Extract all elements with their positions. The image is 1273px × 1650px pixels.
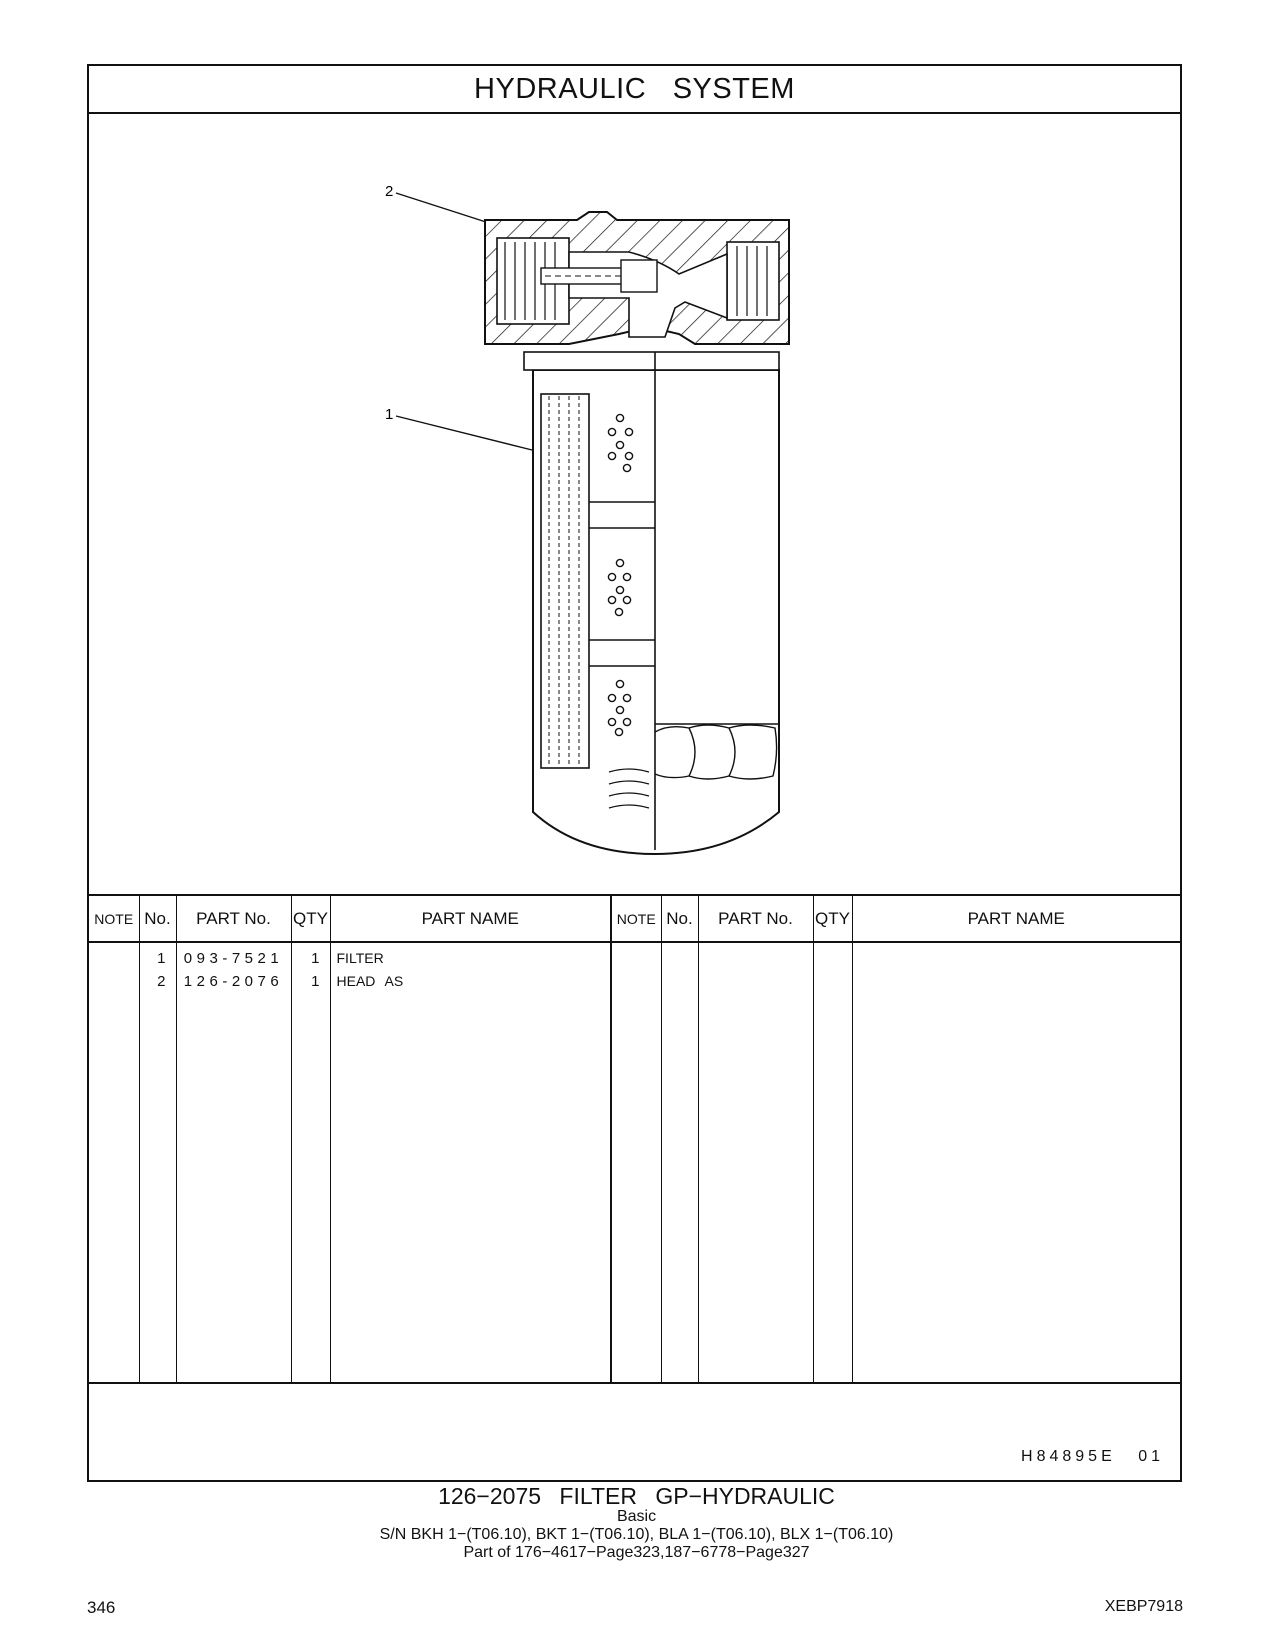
note-column-right [611, 942, 662, 1384]
exploded-diagram: 2 1 [89, 112, 1180, 900]
caption-serial-numbers: S/N BKH 1−(T06.10), BKT 1−(T06.10), BLA … [379, 1526, 894, 1543]
part-number-column-right [698, 942, 814, 1384]
header-qty: QTY [291, 895, 331, 943]
item-number-column: 1 2 [139, 942, 177, 1384]
note-column [89, 942, 140, 1384]
header-part-name-right: PART NAME [852, 895, 1180, 943]
caption-title: 126−2075 FILTER GP−HYDRAULIC [438, 1483, 835, 1509]
table-row-1-no: 1 [157, 950, 166, 967]
table-header-row: NOTE No. PART No. QTY PART NAME NOTE No.… [89, 895, 1180, 943]
caption-subtitle: Basic [616, 1508, 657, 1525]
table-row-2-part-no: 126-2076 [183, 973, 284, 990]
table-row-1-name: FILTER [336, 950, 384, 966]
caption-part-of: Part of 176−4617−Page323,187−6778−Page32… [463, 1544, 810, 1561]
table-row-2-qty: 1 [311, 973, 320, 990]
header-part-name: PART NAME [330, 895, 612, 943]
leader-line-1 [395, 415, 533, 451]
quantity-column-right [813, 942, 853, 1384]
quantity-column: 1 1 [291, 942, 331, 1384]
parts-list-table: NOTE No. PART No. QTY PART NAME NOTE No.… [89, 894, 1180, 1384]
header-part-no: PART No. [176, 895, 292, 943]
header-no-right: No. [661, 895, 699, 943]
part-number-column: 093-7521 126-2076 [176, 942, 292, 1384]
drawing-id: H84895E 01 [1021, 1448, 1164, 1465]
filter-canister [523, 351, 780, 856]
header-no: No. [139, 895, 177, 943]
document-code: XEBP7918 [1104, 1598, 1183, 1615]
table-row-2-name: HEAD AS [336, 973, 404, 989]
callout-1: 1 [385, 406, 393, 423]
sheet-title-band: HYDRAULIC SYSTEM [89, 66, 1180, 114]
header-note: NOTE [89, 895, 140, 943]
header-qty-right: QTY [813, 895, 853, 943]
leader-line-2 [395, 192, 487, 223]
sheet-title: HYDRAULIC SYSTEM [474, 73, 795, 105]
group-caption: 126−2075 FILTER GP−HYDRAULIC Basic S/N B… [0, 1484, 1273, 1562]
item-number-column-right [661, 942, 699, 1384]
part-name-column-right [852, 942, 1180, 1384]
part-name-column: FILTER HEAD AS [330, 942, 612, 1384]
head-assembly [484, 211, 790, 345]
callout-2: 2 [385, 183, 393, 200]
filter-cross-section-drawing: 2 1 [385, 183, 790, 856]
parts-sheet: HYDRAULIC SYSTEM 2 1 [87, 64, 1182, 1482]
table-row-2-no: 2 [157, 973, 166, 990]
table-row-1-qty: 1 [311, 950, 320, 967]
table-row-1-part-no: 093-7521 [183, 950, 284, 967]
header-note-right: NOTE [611, 895, 662, 943]
header-part-no-right: PART No. [698, 895, 814, 943]
page-number: 346 [87, 1598, 116, 1617]
table-body-row: 1 2 093-7521 126-2076 1 1 FILTER HEAD AS [89, 942, 1180, 1384]
